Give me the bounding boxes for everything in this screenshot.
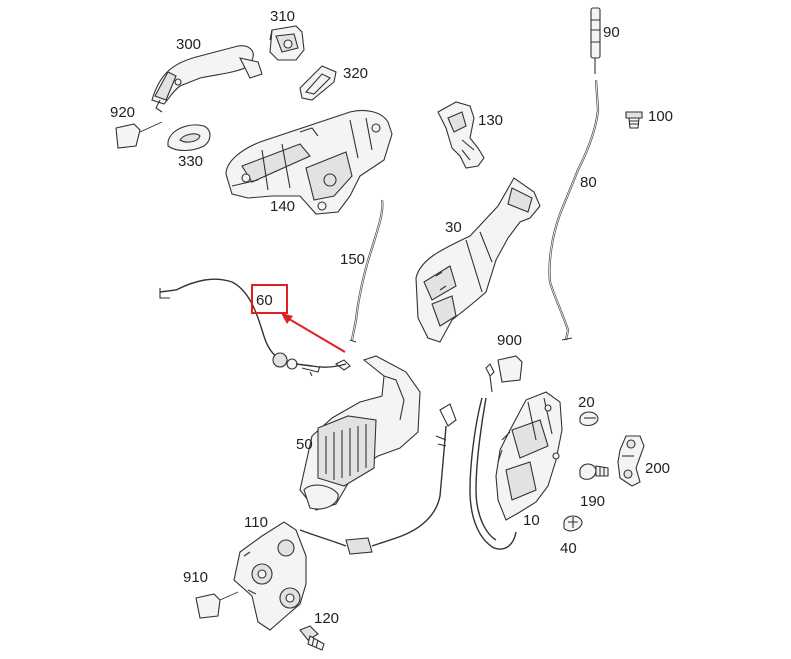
part-cable-end [485, 363, 495, 393]
highlight-marker [251, 284, 346, 353]
part-10-door-lock[interactable] [495, 391, 563, 521]
label-910: 910 [183, 569, 208, 586]
part-120-screw[interactable] [299, 625, 325, 651]
part-140-handle-carrier[interactable] [225, 109, 393, 215]
part-900-label[interactable] [497, 355, 523, 383]
label-200: 200 [645, 460, 670, 477]
part-labels: 310 300 320 90 100 920 130 330 80 140 30… [110, 8, 673, 627]
part-40-screw[interactable] [563, 515, 583, 532]
part-330-gasket[interactable] [167, 124, 211, 152]
label-120: 120 [314, 610, 339, 627]
part-190-bolt[interactable] [579, 463, 609, 480]
part-300-door-handle[interactable] [151, 45, 263, 113]
part-320-gasket[interactable] [299, 65, 337, 101]
label-80: 80 [580, 174, 597, 191]
part-100-screw[interactable] [625, 111, 643, 129]
part-cable-lock [469, 397, 517, 550]
part-20-screw[interactable] [579, 411, 599, 427]
label-920: 920 [110, 104, 135, 121]
part-80-rod[interactable] [548, 79, 600, 341]
label-310: 310 [270, 8, 295, 25]
label-40: 40 [560, 540, 577, 557]
label-100: 100 [648, 108, 673, 125]
part-200-striker[interactable] [617, 435, 645, 487]
part-150-rod[interactable] [349, 199, 384, 343]
part-110-actuator-motor[interactable] [233, 521, 307, 631]
label-320: 320 [343, 65, 368, 82]
label-330: 330 [178, 153, 203, 170]
part-cable-lower [299, 403, 457, 555]
part-90-knob-rod[interactable] [590, 7, 601, 74]
label-190: 190 [580, 493, 605, 510]
label-130: 130 [478, 112, 503, 129]
highlight-arrow-head [281, 313, 293, 324]
part-310-bracket[interactable] [269, 25, 305, 61]
part-60-cable[interactable] [159, 278, 351, 377]
label-10: 10 [523, 512, 540, 529]
part-130-bracket[interactable] [437, 101, 485, 169]
part-920-label[interactable] [115, 121, 163, 149]
highlight-arrow-line [283, 315, 346, 353]
label-60: 60 [256, 292, 273, 309]
part-50-actuator[interactable] [299, 355, 421, 511]
label-140: 140 [270, 198, 295, 215]
label-300: 300 [176, 36, 201, 53]
label-30: 30 [445, 219, 462, 236]
label-110: 110 [244, 514, 268, 531]
label-900: 900 [497, 332, 522, 349]
label-90: 90 [603, 24, 620, 41]
part-30-lock-cover[interactable] [415, 177, 541, 343]
highlight-box [251, 284, 288, 314]
label-20: 20 [578, 394, 595, 411]
part-910-label[interactable] [195, 591, 239, 619]
label-50: 50 [296, 436, 313, 453]
label-150: 150 [340, 251, 365, 268]
